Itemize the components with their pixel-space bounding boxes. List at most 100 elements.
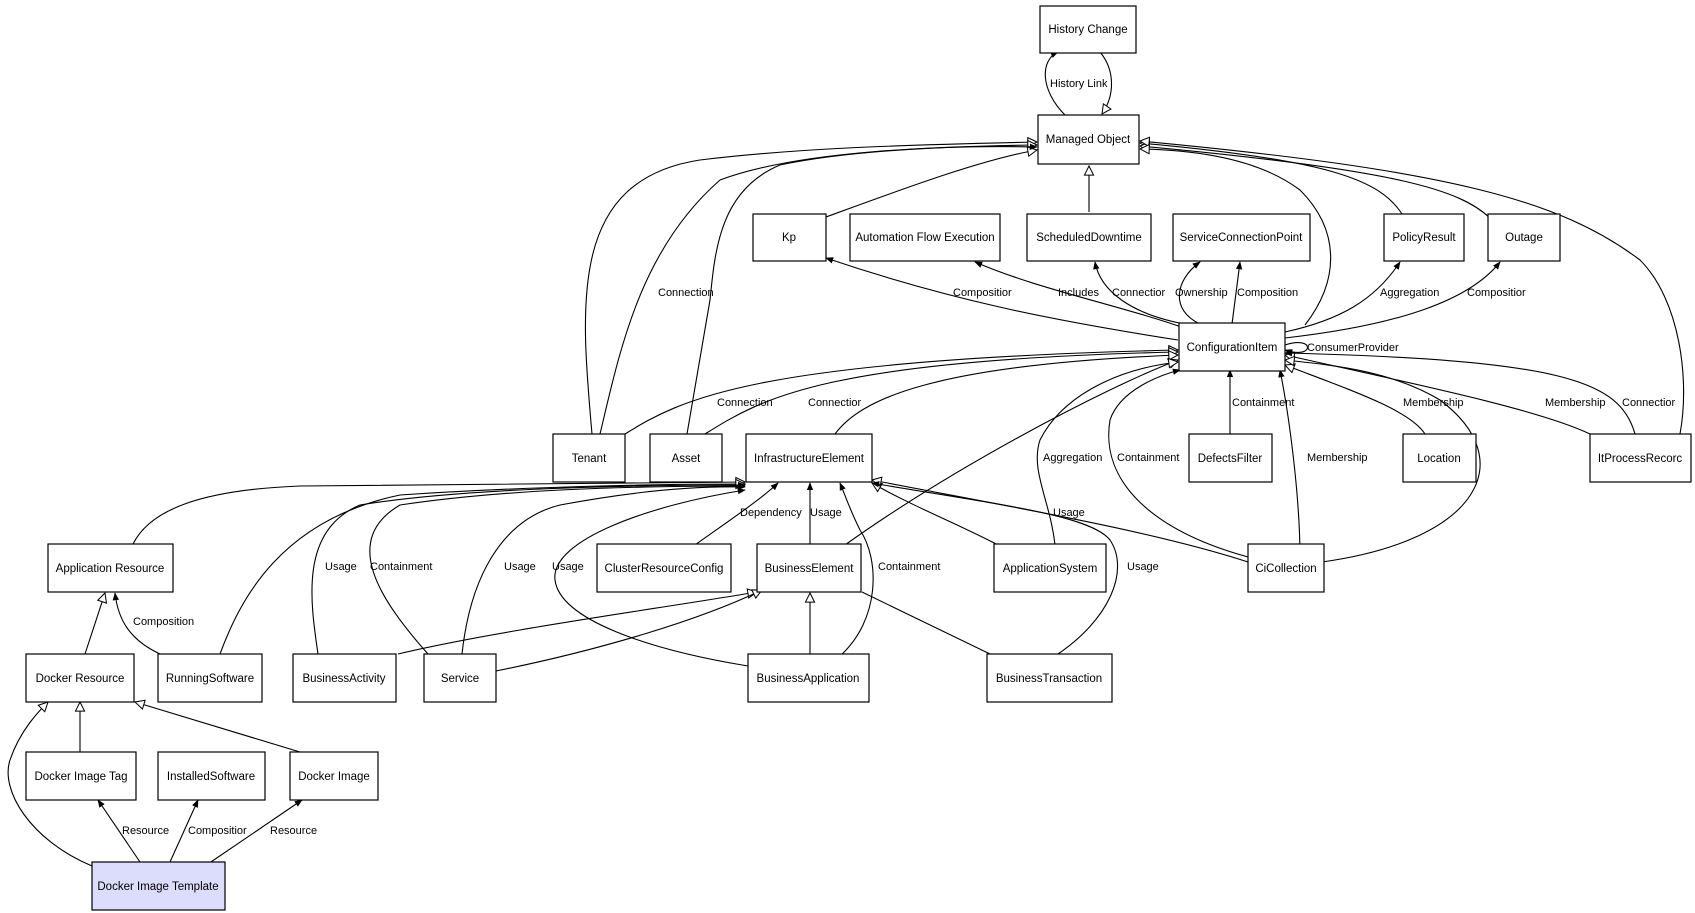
label-tenant-mo-connection: Connection bbox=[658, 287, 714, 299]
edge-di-dr bbox=[135, 702, 301, 753]
label-ci-outage: Compositior bbox=[1467, 287, 1526, 299]
label-cicoll-ci-containment: Containment bbox=[1117, 452, 1179, 464]
node-business-application[interactable]: BusinessApplication bbox=[747, 653, 870, 703]
node-business-element[interactable]: BusinessElement bbox=[756, 543, 862, 593]
label-asset-ci: Connectior bbox=[808, 397, 862, 409]
node-outage-label: Outage bbox=[1505, 232, 1543, 244]
node-business-transaction[interactable]: BusinessTransaction bbox=[986, 653, 1113, 703]
edge-appsys-ie bbox=[872, 483, 999, 546]
node-running-software-label: RunningSoftware bbox=[166, 673, 254, 685]
label-history-link: History Link bbox=[1050, 78, 1108, 90]
label-ci-scp-ownership: Ownership bbox=[1175, 287, 1228, 299]
node-business-activity[interactable]: BusinessActivity bbox=[292, 653, 397, 703]
edge-tenant-mo-connection bbox=[599, 143, 1038, 435]
edge-ci-sd bbox=[1093, 261, 1191, 326]
edge-be-ci bbox=[844, 360, 1178, 546]
nodes: History Change Managed Object Kp Automat… bbox=[25, 5, 1692, 911]
edge-cicoll-ie bbox=[872, 480, 1249, 563]
edge-ba-ie bbox=[311, 481, 746, 655]
node-managed-object[interactable]: Managed Object bbox=[1037, 114, 1140, 165]
label-cicoll-ci-membership: Membership bbox=[1307, 452, 1368, 464]
label-ci-sd: Connectior bbox=[1112, 287, 1166, 299]
label-bapp-ie-usage: Usage bbox=[552, 561, 584, 573]
edge-history-inherit bbox=[1099, 51, 1113, 114]
edge-asset-ci bbox=[704, 352, 1178, 435]
node-kp[interactable]: Kp bbox=[752, 213, 827, 262]
node-location[interactable]: Location bbox=[1402, 433, 1477, 483]
node-service-connection-point[interactable]: ServiceConnectionPoint bbox=[1172, 213, 1311, 262]
node-running-software[interactable]: RunningSoftware bbox=[157, 653, 263, 703]
label-bapp-ie-containment: Containment bbox=[878, 561, 940, 573]
node-asset[interactable]: Asset bbox=[649, 433, 723, 483]
edge-rs-ar bbox=[112, 592, 161, 655]
node-asset-label: Asset bbox=[672, 453, 702, 465]
node-ci-collection-label: CiCollection bbox=[1255, 563, 1316, 575]
label-ci-policy: Aggregation bbox=[1380, 287, 1439, 299]
edge-crc-ie bbox=[694, 482, 779, 546]
node-docker-image-label: Docker Image bbox=[298, 771, 370, 783]
node-it-process-record-label: ItProcessRecorc bbox=[1598, 453, 1683, 465]
edge-itp-ci-membership bbox=[1285, 355, 1591, 435]
edge-ci-self bbox=[1284, 342, 1309, 356]
node-configuration-item[interactable]: ConfigurationItem bbox=[1178, 322, 1286, 372]
node-application-system[interactable]: ApplicationSystem bbox=[993, 543, 1107, 593]
edge-ci-afe bbox=[974, 261, 1191, 331]
edge-service-ie-containment bbox=[369, 482, 746, 655]
node-scheduled-downtime[interactable]: ScheduledDowntime bbox=[1026, 213, 1152, 262]
edge-itp-ci-connection bbox=[1284, 349, 1636, 435]
label-itp-ci-membership: Membership bbox=[1545, 397, 1606, 409]
edge-ci-policy bbox=[1284, 261, 1401, 333]
edge-cicoll-ci-inherit bbox=[1285, 360, 1481, 563]
edge-tenant-ci bbox=[624, 350, 1178, 435]
node-docker-resource[interactable]: Docker Resource bbox=[25, 653, 135, 703]
node-docker-image-template-label: Docker Image Template bbox=[97, 881, 218, 893]
node-docker-image-template[interactable]: Docker Image Template bbox=[91, 861, 226, 911]
edge-ba-be bbox=[397, 592, 757, 655]
node-outage[interactable]: Outage bbox=[1487, 213, 1561, 262]
edge-history-link bbox=[1044, 51, 1066, 116]
node-docker-image-tag[interactable]: Docker Image Tag bbox=[25, 751, 137, 801]
node-application-resource[interactable]: Application Resource bbox=[47, 543, 174, 593]
edge-service-ie-usage bbox=[461, 483, 746, 655]
node-service-label: Service bbox=[441, 673, 479, 685]
label-itp-ci-connection: Connectior bbox=[1622, 397, 1676, 409]
node-infrastructure-element[interactable]: InfrastructureElement bbox=[745, 433, 873, 483]
node-service[interactable]: Service bbox=[423, 653, 497, 703]
edges bbox=[7, 51, 1685, 867]
edge-location-ci bbox=[1285, 365, 1426, 435]
label-dit-is: Compositior bbox=[188, 825, 247, 837]
edge-itp-mo bbox=[1140, 141, 1685, 435]
label-dit-di: Resource bbox=[270, 825, 317, 837]
node-installed-software-label: InstalledSoftware bbox=[167, 771, 255, 783]
node-it-process-record[interactable]: ItProcessRecorc bbox=[1589, 433, 1692, 483]
label-dit-dit: Resource bbox=[122, 825, 169, 837]
node-tenant[interactable]: Tenant bbox=[552, 433, 626, 483]
node-application-system-label: ApplicationSystem bbox=[1003, 563, 1098, 575]
edge-bapp-ie-usage bbox=[554, 487, 749, 667]
node-application-resource-label: Application Resource bbox=[56, 563, 165, 575]
edge-service-be bbox=[495, 590, 762, 672]
node-business-element-label: BusinessElement bbox=[765, 563, 855, 575]
node-ci-collection[interactable]: CiCollection bbox=[1247, 543, 1325, 593]
node-business-activity-label: BusinessActivity bbox=[302, 673, 385, 685]
label-service-ie-usage: Usage bbox=[504, 561, 536, 573]
node-defects-filter[interactable]: DefectsFilter bbox=[1188, 433, 1273, 483]
edge-ie-ci bbox=[834, 355, 1178, 435]
node-automation-flow-execution-label: Automation Flow Execution bbox=[855, 232, 994, 244]
node-cluster-resource-config[interactable]: ClusterResourceConfig bbox=[596, 543, 732, 593]
node-history-change[interactable]: History Change bbox=[1039, 5, 1137, 54]
label-ci-afe: Includes bbox=[1058, 287, 1099, 299]
edge-policy-mo bbox=[1140, 143, 1403, 215]
label-be-ie: Usage bbox=[810, 507, 842, 519]
node-policy-result[interactable]: PolicyResult bbox=[1383, 213, 1465, 262]
label-service-ie-containment: Containment bbox=[370, 561, 432, 573]
node-docker-image[interactable]: Docker Image bbox=[289, 751, 379, 801]
edge-tenant-mo bbox=[584, 142, 1037, 435]
edge-bapp-ie-containment bbox=[839, 482, 874, 657]
node-installed-software[interactable]: InstalledSoftware bbox=[157, 751, 266, 801]
node-managed-object-label: Managed Object bbox=[1046, 134, 1131, 146]
node-automation-flow-execution[interactable]: Automation Flow Execution bbox=[849, 213, 1001, 262]
edge-dtemp-di bbox=[204, 799, 303, 867]
